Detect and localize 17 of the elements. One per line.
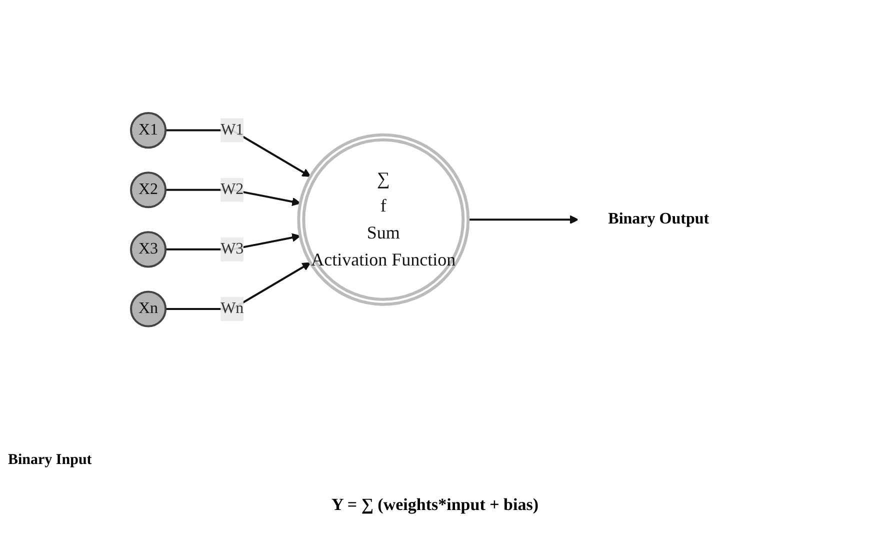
- node-text: Binary Output: [608, 211, 710, 228]
- formula-caption: Y = ∑ (weights*input + bias): [330, 495, 540, 515]
- arrow: [166, 234, 301, 251]
- arrow: [166, 189, 301, 206]
- node-circle: X2: [130, 172, 167, 208]
- node-circle: Xn: [130, 291, 167, 328]
- arrow: [166, 130, 311, 178]
- node-circle: X3: [130, 232, 167, 268]
- axis-caption: Binary Input: [8, 452, 92, 469]
- node-circle: X1: [130, 112, 167, 149]
- arrow: [166, 262, 311, 310]
- edge-label: W2: [220, 181, 244, 198]
- node-circle: ∑ f Sum Activation Function: [297, 134, 470, 306]
- edge-label: W3: [220, 240, 244, 258]
- arrow: [468, 216, 578, 224]
- edge-label: Wn: [220, 300, 244, 318]
- edge-label: W1: [220, 122, 244, 139]
